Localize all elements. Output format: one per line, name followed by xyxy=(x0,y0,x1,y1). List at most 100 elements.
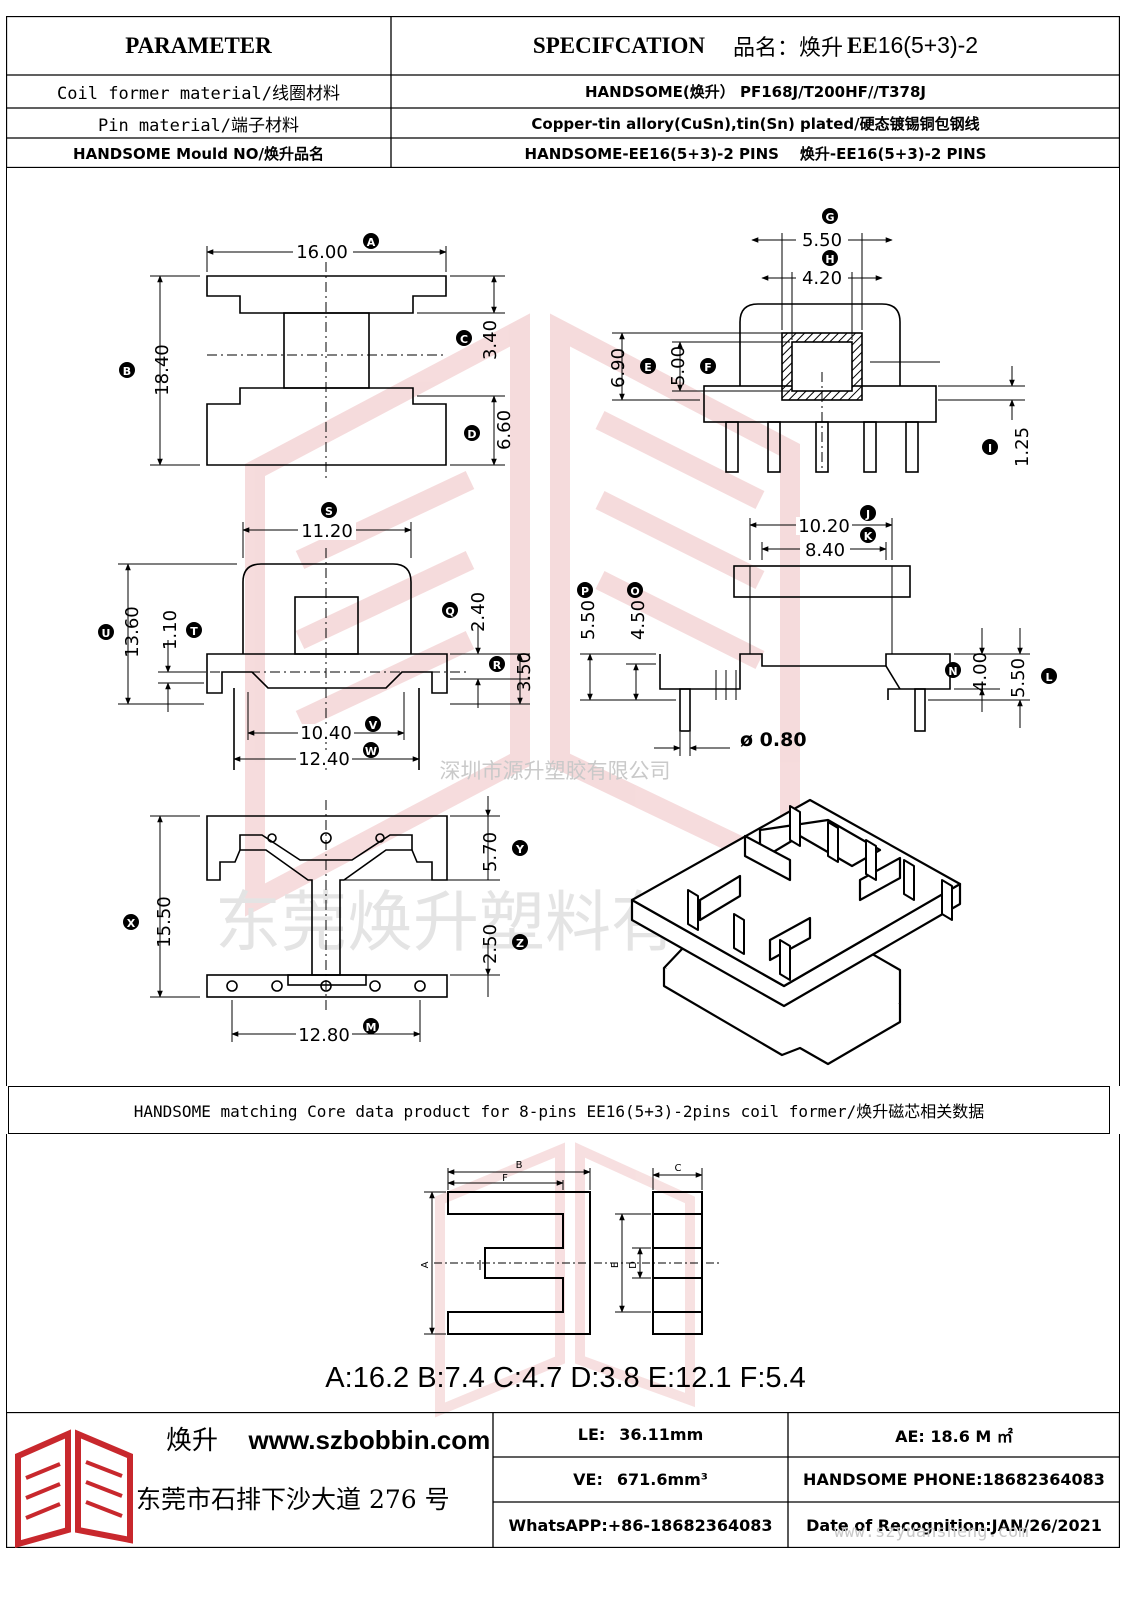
dim-5-70: 5.70 xyxy=(480,832,501,872)
whatsapp-cell: WhatsAPP:+86-18682364083 xyxy=(508,1515,773,1535)
ve-label: VE: xyxy=(573,1470,603,1489)
dim-5-50-l: 5.50 xyxy=(1008,658,1029,698)
dim-4-50: 4.50 xyxy=(628,600,649,640)
dim-12-80: 12.80 xyxy=(298,1025,350,1046)
core-label-a: A xyxy=(420,1261,431,1268)
dim-11-20: 11.20 xyxy=(301,521,353,542)
isometric-view xyxy=(630,798,962,1066)
mark-i: I xyxy=(988,442,992,455)
mark-y: Y xyxy=(515,843,525,856)
core-labels: B F C A E D xyxy=(420,1160,682,1269)
mark-a: A xyxy=(367,236,376,249)
mark-n: N xyxy=(948,665,957,678)
dim-1-25: 1.25 xyxy=(1012,427,1033,467)
mark-t: T xyxy=(190,625,198,638)
product-name-model-rest: 16(5+3)-2 xyxy=(877,32,979,58)
mark-p: P xyxy=(581,585,589,598)
ve-cell: VE: 671.6mm³ xyxy=(493,1457,788,1502)
front-view-labels: 16.00 A 18.40 B 3.40 C 6.60 D xyxy=(119,233,515,450)
mark-f: F xyxy=(704,361,712,374)
mark-q: Q xyxy=(445,605,454,618)
spec-table: PARAMETER SPECIFCATION 品名：焕升 EE 16(5+3)-… xyxy=(6,16,1120,168)
mark-c: C xyxy=(460,333,468,346)
le-cell: LE: 36.11mm xyxy=(493,1412,788,1457)
mark-w: W xyxy=(365,745,377,758)
ve-value: 671.6mm³ xyxy=(616,1470,708,1489)
mark-h: H xyxy=(825,253,834,266)
mark-o: O xyxy=(630,585,639,598)
specification-label: SPECIFCATION xyxy=(532,32,706,58)
dim-15-50: 15.50 xyxy=(154,896,175,948)
mark-z: Z xyxy=(516,937,524,950)
footer-brand-line: 焕升 www.szbobbin.com xyxy=(166,1420,490,1457)
mark-x: X xyxy=(127,917,136,930)
footer: 焕升 www.szbobbin.com 东莞市石排下沙大道 276 号 LE: … xyxy=(6,1412,1120,1548)
mark-d: D xyxy=(467,428,476,441)
core-data-title: HANDSOME matching Core data product for … xyxy=(8,1086,1110,1134)
dim-5-50-p: 5.50 xyxy=(578,600,599,640)
mark-u: U xyxy=(102,627,111,640)
mark-j: J xyxy=(865,508,870,521)
specification-header: SPECIFCATION 品名：焕升 EE 16(5+3)-2 xyxy=(391,16,1120,75)
product-name-prefix: 品名：焕升 xyxy=(733,35,844,61)
front-view xyxy=(150,246,505,478)
value-pin-material: Copper-tin allory(CuSn),tin(Sn) plated/硬… xyxy=(531,114,980,133)
dim-18-40: 18.40 xyxy=(152,344,173,396)
dim-1-10: 1.10 xyxy=(160,610,181,650)
end-view xyxy=(612,233,1025,473)
mark-l: L xyxy=(1045,671,1052,684)
dim-12-40: 12.40 xyxy=(298,749,350,770)
param-pin-material: Pin material/端子材料 xyxy=(97,115,300,136)
mark-v: V xyxy=(369,719,378,732)
mark-e: E xyxy=(644,361,652,374)
end-view-labels: G 5.50 H 4.20 6.90 E 5.00 F I 1.25 xyxy=(608,208,1033,467)
product-name-model-bold: EE xyxy=(847,32,878,58)
date-cell: Date of Recognition:JAN/26/2021 xyxy=(806,1515,1102,1535)
core-area-border xyxy=(6,1134,1120,1412)
value-coil-former-material: HANDSOME(焕升） PF168J/T200HF//T378J xyxy=(584,83,926,101)
footer-brand: 焕升 xyxy=(166,1426,219,1456)
core-label-b: B xyxy=(516,1160,523,1171)
watermark-small: 深圳市源升塑胶有限公司 xyxy=(440,759,671,783)
param-mould-no: HANDSOME Mould NO/焕升品名 xyxy=(73,144,324,163)
dim-5-00: 5.00 xyxy=(668,346,689,386)
dim-13-60: 13.60 xyxy=(122,606,143,658)
footer-watermark-url: www.szyuansheng.com xyxy=(834,1522,1029,1542)
footer-address: 东莞市石排下沙大道 276 号 xyxy=(136,1485,450,1514)
side-view-labels: S 11.20 U 13.60 1.10 T Q 2.40 R 3.50 10.… xyxy=(98,502,535,770)
mark-k: K xyxy=(864,530,873,543)
ae-cell: AE: 18.6 M ㎡ xyxy=(895,1426,1013,1446)
parameter-header: PARAMETER xyxy=(125,32,272,58)
le-value: 36.11mm xyxy=(619,1425,704,1444)
mark-m: M xyxy=(366,1021,377,1034)
dim-2-40: 2.40 xyxy=(468,592,489,632)
core-label-f: F xyxy=(502,1173,508,1184)
mark-r: R xyxy=(493,659,502,672)
dim-10-20: 10.20 xyxy=(798,516,850,537)
dim-6-60: 6.60 xyxy=(494,410,515,450)
le-label: LE: xyxy=(577,1425,606,1444)
pin-diameter-label: ø 0.80 xyxy=(740,729,807,751)
dim-4-20: 4.20 xyxy=(802,268,842,289)
core-dimensions: A:16.2 B:7.4 C:4.7 D:3.8 E:12.1 F:5.4 xyxy=(325,1362,806,1394)
core-label-c: C xyxy=(675,1163,682,1174)
pin-view-labels: 10.20 J 8.40 K P 5.50 O 4.50 N 4.00 5.50… xyxy=(577,505,1057,751)
mark-s: S xyxy=(325,505,333,518)
core-label-e: E xyxy=(610,1262,621,1268)
value-mould-no: HANDSOME-EE16(5+3)-2 PINS 焕升-EE16(5+3)-2… xyxy=(524,144,987,163)
mark-g: G xyxy=(825,211,834,224)
spec-table-grid xyxy=(6,16,1120,168)
mark-b: B xyxy=(123,365,131,378)
dim-6-90: 6.90 xyxy=(608,348,629,388)
drawing-area xyxy=(6,168,1120,1086)
param-coil-former-material: Coil former material/线圈材料 xyxy=(57,84,340,104)
dim-10-40: 10.40 xyxy=(300,723,352,744)
company-logo xyxy=(15,1429,133,1548)
phone-cell: HANDSOME PHONE:18682364083 xyxy=(803,1470,1105,1489)
dim-4-00: 4.00 xyxy=(970,652,991,692)
dim-2-50: 2.50 xyxy=(480,924,501,964)
dim-16-00: 16.00 xyxy=(296,242,348,263)
footer-website: www.szbobbin.com xyxy=(248,1425,491,1455)
footer-grid xyxy=(6,1412,1120,1548)
